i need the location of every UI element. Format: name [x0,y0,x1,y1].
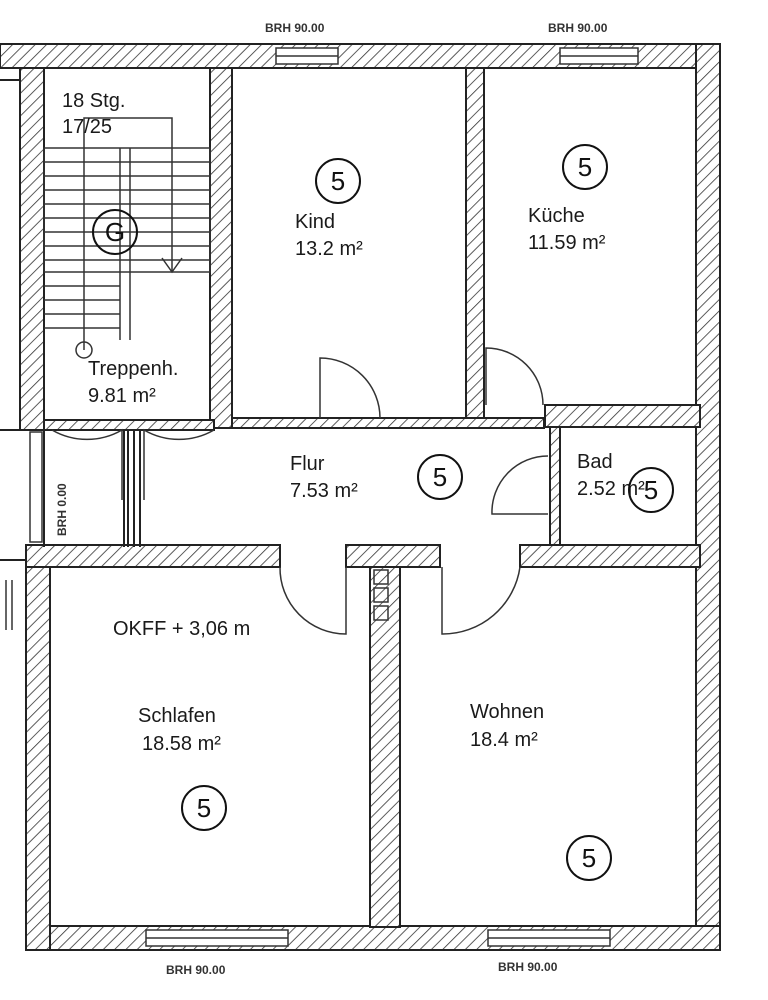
room-area-bad: 2.52 m² [577,478,645,500]
svg-text:5: 5 [433,462,447,492]
shaft-box-1 [373,569,389,585]
window-label-top-left: BRH 90.00 [265,21,325,35]
room-name-bad: Bad [577,451,613,473]
staircase [43,117,211,359]
wall-left-stair [19,67,45,431]
wall-below-kueche [544,404,701,428]
stairs-ratio: 17/25 [62,116,112,138]
shaft-box-2 [373,587,389,603]
marker-kueche: 5 [562,144,608,190]
room-name-schlafen: Schlafen [138,705,216,727]
room-labels: 18 Stg. 17/25 Treppenh. 9.81 m² Kind 13.… [62,90,645,755]
window-label-bottom-right: BRH 90.00 [498,960,558,974]
marker-bad: 5 [628,467,674,513]
stairs-steps: 18 Stg. [62,90,125,112]
window-labels: BRH 90.00 BRH 90.00 BRH 90.00 BRH 90.00 … [55,21,608,977]
room-name-kind: Kind [295,211,335,233]
door-left-corridor [51,428,123,500]
door-kueche [485,347,544,406]
wall-bad-left [549,426,561,546]
door-bad [491,455,549,515]
wall-left-lower [25,549,51,951]
room-area-flur: 7.53 m² [290,480,358,502]
wall-stair-kind [209,67,233,429]
door-kind [319,357,381,419]
svg-text:G: G [105,217,125,247]
room-area-kueche: 11.59 m² [528,232,606,254]
thin-lines [0,79,141,630]
wall-middle-left [25,544,281,568]
svg-text:5: 5 [582,843,596,873]
svg-text:5: 5 [578,152,592,182]
room-area-treppenhaus: 9.81 m² [88,385,156,407]
wall-middle-right [519,544,701,568]
wall-flur-top [231,417,545,429]
svg-text:5: 5 [197,793,211,823]
marker-wohnen: 5 [566,835,612,881]
marker-schlafen: 5 [181,785,227,831]
okff-level: OKFF + 3,06 m [113,618,250,640]
room-name-flur: Flur [290,453,325,475]
room-markers: 5 5 5 5 5 5 G [92,144,674,881]
svg-text:5: 5 [331,166,345,196]
door-wohnen [441,566,521,635]
room-name-kueche: Küche [528,205,585,227]
room-name-treppenhaus: Treppenh. [88,358,178,380]
marker-kind: 5 [315,158,361,204]
window-label-top-right: BRH 90.00 [548,21,608,35]
svg-text:5: 5 [644,475,658,505]
stair-start-circle [75,341,93,359]
room-area-wohnen: 18.4 m² [470,729,538,751]
door-flur-stair [143,428,215,500]
doors [51,347,549,635]
wall-bottom [25,925,721,951]
window-left [29,431,43,543]
wall-right [695,43,721,951]
door-schlafen [279,566,347,635]
marker-stair: G [92,209,138,255]
wall-middle-center [345,544,441,568]
room-name-wohnen: Wohnen [470,701,544,723]
window-label-left: BRH 0.00 [55,483,69,536]
wall-kind-kueche [465,67,485,419]
window-label-bottom-left: BRH 90.00 [166,963,226,977]
wall-stair-bottom [43,419,215,431]
room-area-schlafen: 18.58 m² [142,733,221,755]
wall-schlafen-wohnen [369,566,401,928]
shaft-box-3 [373,605,389,621]
marker-flur: 5 [417,454,463,500]
room-area-kind: 13.2 m² [295,238,363,260]
windows [145,47,639,947]
interior-walls [25,67,701,928]
